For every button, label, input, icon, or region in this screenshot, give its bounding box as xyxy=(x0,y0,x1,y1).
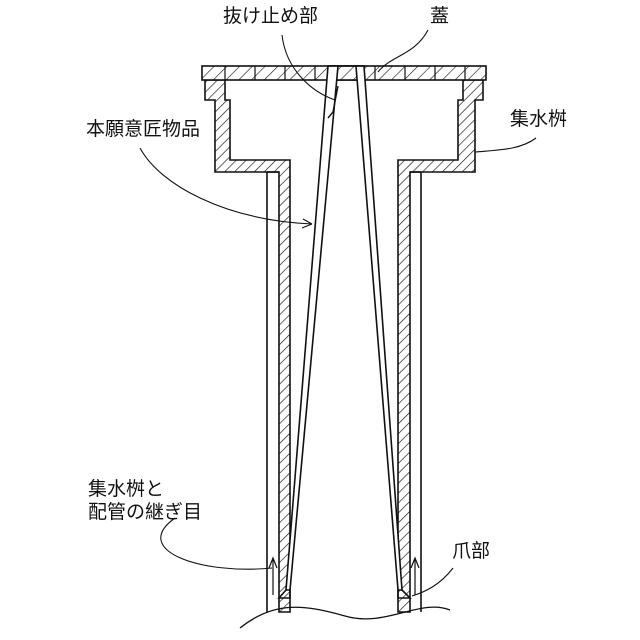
label-claw: 爪部 xyxy=(452,540,490,563)
flow-arrow-left xyxy=(269,558,277,595)
catch-basin-right-wall xyxy=(398,80,483,612)
label-joint-line2: 配管の継ぎ目 xyxy=(88,501,202,524)
label-retaining-part: 抜け止め部 xyxy=(223,5,318,28)
label-joint: 集水桝と 配管の継ぎ目 xyxy=(88,478,202,524)
flow-arrow-right xyxy=(411,558,419,595)
leader-shusuimasu xyxy=(475,138,536,152)
label-catch-basin: 集水桝 xyxy=(510,108,567,131)
label-lid: 蓋 xyxy=(430,5,449,28)
label-design-article: 本願意匠物品 xyxy=(86,118,200,141)
leader-joint xyxy=(161,518,272,569)
design-article xyxy=(279,66,410,598)
break-line xyxy=(240,607,450,628)
catch-basin-left-wall xyxy=(205,80,290,612)
label-joint-line1: 集水桝と xyxy=(88,478,202,501)
leader-tsume xyxy=(412,568,453,596)
